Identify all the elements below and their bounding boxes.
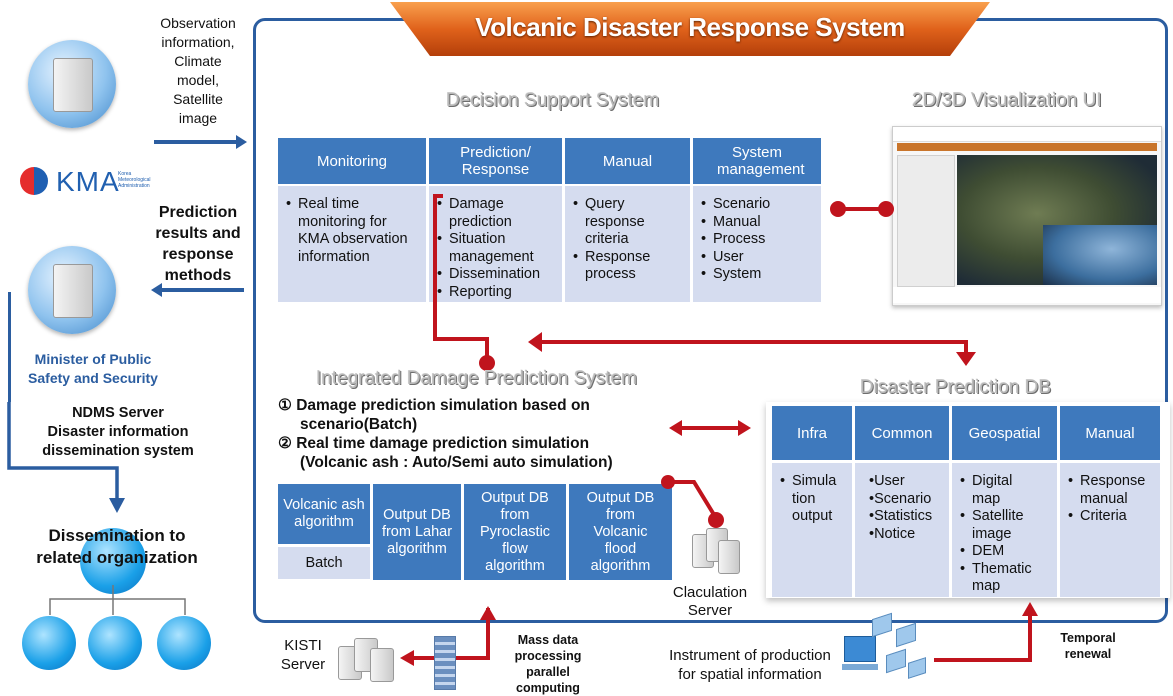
batch-cell: Batch [278, 547, 370, 579]
db-body-infra: Simula tion output [772, 463, 852, 597]
dss-db-connector [528, 332, 976, 366]
dss-header-manual: Manual [565, 138, 690, 184]
input-arrow [154, 135, 247, 149]
db-title: Disaster Prediction DB [860, 377, 1052, 398]
list-item: Manual [699, 214, 817, 232]
dss-body-monitoring: Real time monitoring for KMA observation… [278, 186, 426, 302]
list-item: Situation management [435, 231, 559, 266]
db-body-common: •User •Scenario •Statistics •Notice [855, 463, 949, 597]
list-item: DEM [958, 543, 1053, 561]
algo-volcanic-ash: Volcanic ash algorithm [278, 484, 370, 544]
viz-connector-dot-right [878, 201, 894, 217]
calculation-server-icon [688, 524, 742, 576]
list-item: System [699, 266, 817, 284]
prediction-connector-vertical [433, 194, 437, 340]
list-item: Damage prediction [435, 196, 519, 231]
organization-node-3 [157, 616, 211, 670]
page-title: Volcanic Disaster Response System [475, 12, 905, 42]
list-item: •Statistics [869, 508, 933, 524]
idps-descriptions: ① Damage prediction simulation based on … [278, 397, 613, 471]
temporal-renewal-arrow [934, 602, 1038, 662]
dss-body-manual: Query response criteria Response process [565, 186, 690, 302]
prediction-connector-horizontal [433, 337, 487, 341]
list-item: •User [869, 473, 905, 489]
dss-header-monitoring: Monitoring [278, 138, 426, 184]
spatial-instrument-icon [838, 612, 930, 682]
idps-db-arrow [669, 420, 751, 436]
organization-node-2 [88, 616, 142, 670]
dss-title: Decision Support System [446, 90, 660, 111]
algo-lahar: Output DB from Lahar algorithm [373, 484, 461, 580]
dissemination-arrow [7, 402, 125, 513]
dss-header-system: System management [693, 138, 821, 184]
list-item: •Notice [869, 525, 916, 542]
db-header-common: Common [855, 406, 949, 460]
db-body-geospatial: Digital map Satellite image DEM Thematic… [952, 463, 1057, 597]
list-item: •Scenario [869, 490, 932, 507]
firewall-icon [434, 636, 456, 690]
list-item: Digital map [958, 473, 1032, 508]
algo-volcanic-flood: Output DB from Volcanic flood algorithm [569, 484, 672, 580]
results-arrow [151, 283, 244, 297]
viz-title: 2D/3D Visualization UI [912, 90, 1102, 111]
list-item: Simula tion output [778, 473, 842, 526]
kma-logo: KMA [56, 166, 120, 197]
algo-pyroclastic: Output DB from Pyroclastic flow algorith… [464, 484, 566, 580]
dss-header-prediction: Prediction/ Response [429, 138, 562, 184]
visualization-screenshot [892, 126, 1162, 306]
calc-server-connector [661, 475, 724, 528]
list-item: Dissemination [435, 266, 558, 284]
db-body-manual: Response manual Criteria [1060, 463, 1160, 597]
prediction-connector-down [485, 337, 489, 361]
db-header-geospatial: Geospatial [952, 406, 1057, 460]
viz-connector-dot-left [830, 201, 846, 217]
central-organization-node [80, 528, 146, 594]
kma-server-icon [28, 40, 116, 128]
db-header-manual: Manual [1060, 406, 1160, 460]
list-item: Response process [571, 249, 657, 284]
organization-node-1 [22, 616, 76, 670]
list-item: User [699, 249, 817, 267]
list-item: Satellite image [958, 508, 1042, 543]
prediction-connector-dot [479, 355, 495, 371]
dss-body-prediction: Damage prediction Situation management D… [429, 186, 562, 302]
organization-tree-lines [49, 585, 186, 615]
list-item: Criteria [1066, 508, 1156, 526]
list-item: Response manual [1066, 473, 1150, 508]
list-item: Process [699, 231, 817, 249]
title-banner [390, 2, 990, 56]
viz-connector-line [838, 207, 884, 211]
kma-logo-icon [20, 167, 48, 195]
list-item: Thematic map [958, 561, 1042, 596]
db-header-infra: Infra [772, 406, 852, 460]
list-item: Real time monitoring for KMA observation… [284, 196, 413, 266]
dss-body-system: Scenario Manual Process User System [693, 186, 821, 302]
list-item: Scenario [699, 196, 817, 214]
kisti-server-icon [336, 632, 396, 682]
idps-title: Integrated Damage Prediction System [316, 368, 638, 389]
prediction-connector-top [433, 194, 443, 198]
list-item: Query response criteria [571, 196, 655, 249]
ministry-connector [8, 292, 11, 402]
ministry-server-icon [28, 246, 116, 334]
list-item: Reporting [435, 284, 558, 302]
